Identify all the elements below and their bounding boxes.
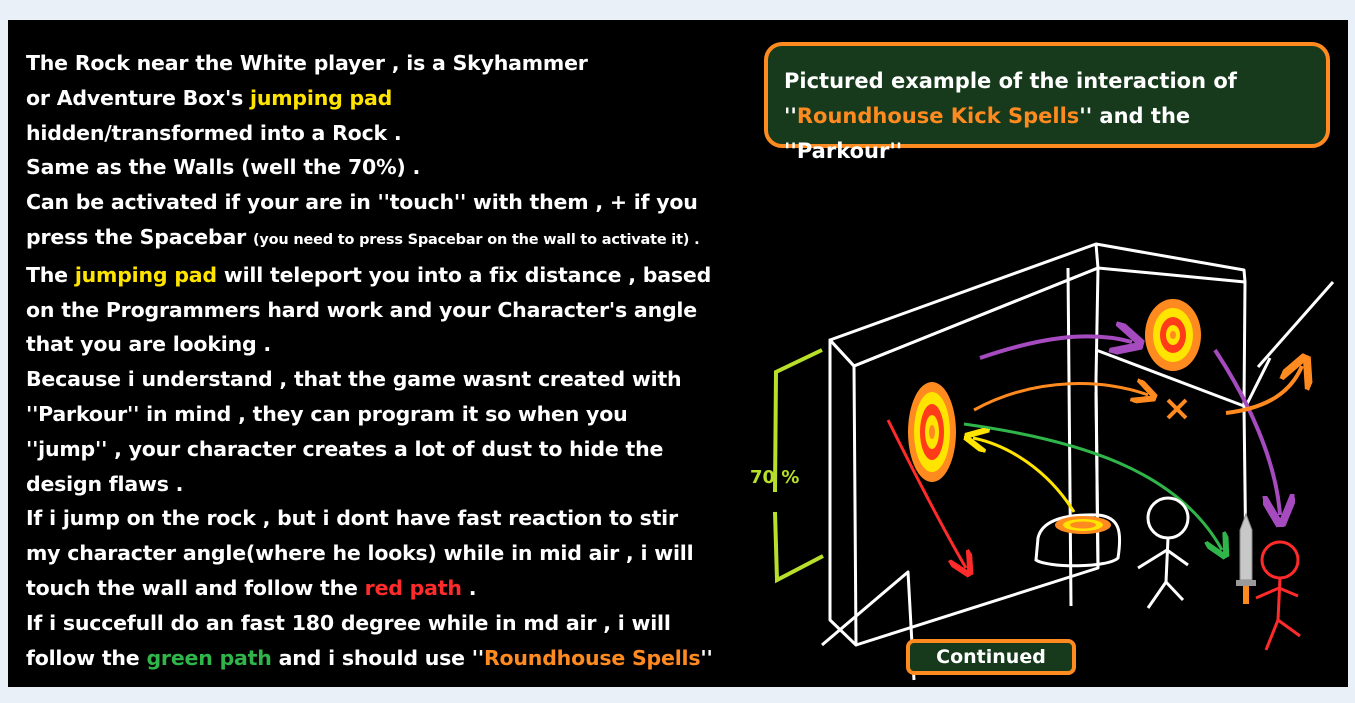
description-segment: that you are looking . [26,332,271,357]
green-path-arrow [963,422,1222,550]
description-segment: my character angle(where he looks) while… [26,541,694,566]
description-segment: will teleport you into a fix distance , … [216,262,712,287]
description-segment: jumping pad [250,85,393,110]
description-segment: touch the wall and follow the [26,575,365,600]
description-segment: on the Programmers hard work and your Ch… [26,297,697,322]
orange-path-arrow [973,384,1148,412]
wall-icon [821,242,1335,681]
description-line: follow the green path and i should use '… [26,641,826,676]
jumping-pad-icon [908,382,956,482]
description-segment: design flaws . [26,471,184,496]
description-segment: If i succefull do an fast 180 degree whi… [26,610,671,635]
jumping-pad-icon [1145,299,1201,371]
red-path-arrow [886,419,966,568]
description-segment: press the Spacebar [26,224,253,249]
description-segment: '' [700,645,713,670]
description-segment: Same as the Walls (well the 70%) . [26,155,421,180]
description-segment: hidden/transformed into a Rock . [26,120,402,145]
description-segment: red path [364,575,462,600]
description-line: Same as the Walls (well the 70%) . [26,150,826,185]
stick-figure-red-icon [1255,540,1301,651]
description-segment: The [26,262,75,287]
description-line: The jumping pad will teleport you into a… [26,258,826,293]
caption-line-2: ''Roundhouse Kick Spells'' and the ''Par… [784,99,1312,169]
parkour-illustration [773,242,1335,681]
info-panel: The Rock near the White player , is a Sk… [8,20,1348,687]
description-line: The Rock near the White player , is a Sk… [26,46,826,81]
description-segment: Roundhouse Spells [483,645,701,670]
wall-percent-label: 70 % [750,467,800,488]
description-line: ''Parkour'' in mind , they can program i… [26,397,826,432]
description-segment: . [461,575,477,600]
sword-icon [1236,512,1256,604]
description-segment: jumping pad [74,262,217,287]
description-line: Because i understand , that the game was… [26,362,826,397]
caption-box: Pictured example of the interaction of '… [764,42,1330,163]
description-segment: Can be activated if your are in ''touch'… [26,190,698,215]
purple-path-arrow [1213,348,1280,515]
stick-figure-white-icon [1137,496,1190,609]
description-line: hidden/transformed into a Rock . [26,116,826,151]
description-segment: ''Parkour'' in mind , they can program i… [26,401,628,426]
description-line: Can be activated if your are in ''touch'… [26,185,826,220]
description-segment: The Rock near the White player , is a Sk… [26,51,588,75]
description-line: or Adventure Box's jumping pad [26,81,826,116]
description-line: press the Spacebar (you need to press Sp… [26,220,826,258]
description-line: If i succefull do an fast 180 degree whi… [26,606,826,641]
yellow-path-arrow [973,438,1076,513]
description-segment: (you need to press Spacebar on the wall … [252,231,700,248]
description-segment: Because i understand , that the game was… [26,367,682,392]
description-segment: follow the [26,645,147,670]
description-line: ''jump'' , your character creates a lot … [26,432,826,467]
description-segment: If i jump on the rock , but i dont have … [26,506,678,531]
percent-bracket [773,348,824,584]
orange-path-arrow [1225,366,1302,415]
description-line: If i jump on the rock , but i dont have … [26,501,826,536]
description-line: on the Programmers hard work and your Ch… [26,293,826,328]
caption-line-1: Pictured example of the interaction of [784,69,1237,93]
x-mark-icon [1166,398,1188,420]
caption-quote-open: '' [784,104,797,128]
description-line: that you are looking . [26,327,826,362]
description-line: touch the wall and follow the red path . [26,571,826,606]
caption-highlight: Roundhouse Kick Spells [796,104,1080,128]
purple-path-arrow [979,336,1132,360]
description-line: my character angle(where he looks) while… [26,536,826,571]
description-line: design flaws . [26,467,826,502]
description-segment: or Adventure Box's [26,85,251,110]
description-segment: and i should use '' [271,645,485,670]
description-segment: ''jump'' , your character creates a lot … [26,436,664,461]
caption-rest: '' and the ''Parkour'' [784,104,1191,163]
rock-icon [1034,513,1122,568]
description-text: The Rock near the White player , is a Sk… [26,46,826,675]
description-segment: green path [146,645,272,670]
continued-button[interactable]: Continued [906,639,1076,675]
